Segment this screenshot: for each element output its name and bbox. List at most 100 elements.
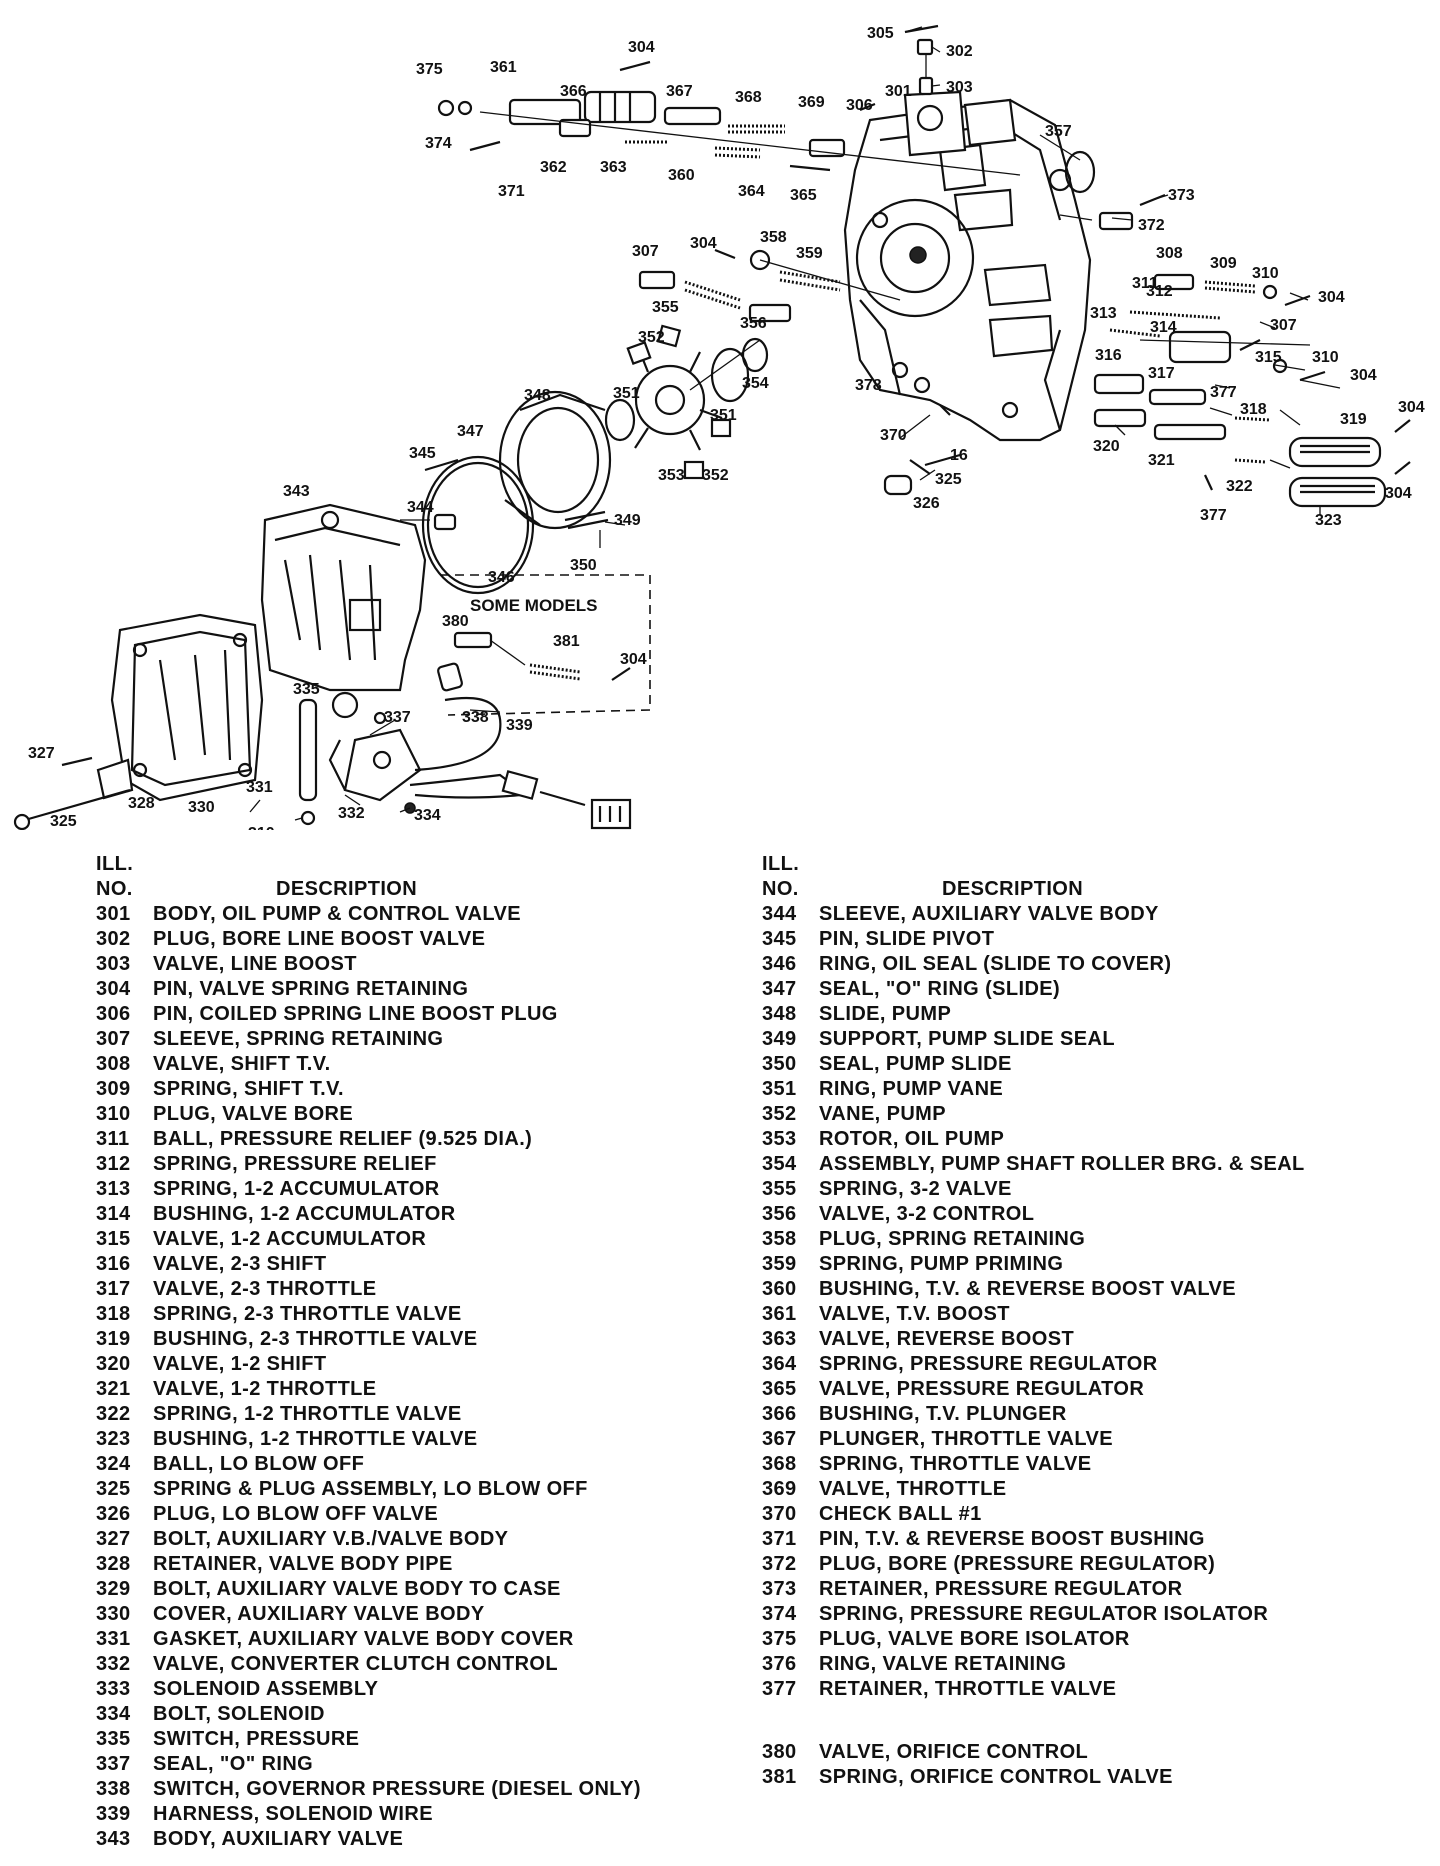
callout-308: 308 [1156, 245, 1183, 262]
legend-part-description: SEAL, "O" RING (SLIDE) [819, 978, 1061, 1000]
callout-311: 311 [1132, 275, 1158, 292]
legend-part-description: VALVE, THROTTLE [819, 1478, 1007, 1500]
callout-368: 368 [735, 89, 762, 106]
legend-part-number: 301 [96, 903, 131, 925]
legend-part-description: SUPPORT, PUMP SLIDE SEAL [819, 1028, 1115, 1050]
legend-part-number: 326 [96, 1503, 131, 1525]
legend-part-number: 306 [96, 1003, 131, 1025]
legend-part-description: RING, PUMP VANE [819, 1078, 1004, 1100]
legend-part-number: 372 [762, 1553, 797, 1575]
callout-310: 310 [1312, 349, 1339, 366]
callout-leaders [249, 26, 1341, 821]
legend-part-description: VALVE, 2-3 SHIFT [153, 1253, 327, 1275]
legend-part-number: 318 [96, 1303, 131, 1325]
callout-349: 349 [614, 512, 641, 529]
callout-330: 330 [188, 799, 215, 816]
legend-part-description: VALVE, 2-3 THROTTLE [153, 1278, 377, 1300]
callout-343: 343 [283, 483, 310, 500]
legend-part-description: SPRING, PRESSURE REGULATOR ISOLATOR [819, 1603, 1269, 1625]
callout-318: 318 [1240, 401, 1267, 418]
callout-326: 326 [913, 495, 940, 512]
callout-366: 366 [560, 83, 587, 100]
legend-part-number: 335 [96, 1728, 131, 1750]
legend-part-number: 308 [96, 1053, 131, 1075]
legend-part-number: 319 [96, 1328, 131, 1350]
callout-371: 371 [498, 183, 525, 200]
legend-part-number: 371 [762, 1528, 797, 1550]
legend-part-description: PLUG, VALVE BORE [153, 1103, 354, 1125]
some-models-label: SOME MODELS [470, 596, 598, 615]
callout-310: 310 [248, 825, 275, 830]
legend-part-description: VALVE, 3-2 CONTROL [819, 1203, 1035, 1225]
callout-381: 381 [553, 633, 580, 650]
legend-part-description: BOLT, AUXILIARY VALVE BODY TO CASE [153, 1578, 561, 1600]
legend-part-number: 310 [96, 1103, 131, 1125]
legend-part-number: 334 [96, 1703, 131, 1725]
callout-309: 309 [1210, 255, 1237, 272]
callout-353: 353 [658, 467, 685, 484]
callout-306: 306 [846, 97, 873, 114]
legend-part-description: SWITCH, GOVERNOR PRESSURE (DIESEL ONLY) [153, 1778, 641, 1800]
callout-358: 358 [760, 229, 787, 246]
legend-row: 310 PLUG, VALVE BORE [96, 1102, 716, 1127]
legend-part-description: RETAINER, PRESSURE REGULATOR [819, 1578, 1183, 1600]
legend-part-number: 359 [762, 1253, 797, 1275]
callout-351: 351 [710, 407, 737, 424]
callout-304: 304 [1398, 399, 1425, 416]
callout-310: 310 [1252, 265, 1279, 282]
legend-part-description: SPRING, 1-2 ACCUMULATOR [153, 1178, 440, 1200]
oil-pump-control-valve-body [843, 98, 1092, 442]
legend-part-number: 322 [96, 1403, 131, 1425]
aux-valve-sleeve [433, 513, 457, 531]
callout-301: 301 [885, 83, 912, 100]
callout-337: 337 [384, 709, 411, 726]
legend-part-description: BODY, OIL PUMP & CONTROL VALVE [153, 903, 521, 925]
legend-part-description: PIN, VALVE SPRING RETAINING [153, 978, 469, 1000]
callout-361: 361 [490, 59, 517, 76]
seal-357 [1064, 150, 1096, 194]
callout-372: 372 [1138, 217, 1165, 234]
legend-part-description: SEAL, PUMP SLIDE [819, 1053, 1012, 1075]
callout-365: 365 [790, 187, 817, 204]
legend-part-number: 316 [96, 1253, 131, 1275]
legend-part-description: RETAINER, THROTTLE VALVE [819, 1678, 1117, 1700]
callout-317: 317 [1148, 365, 1175, 382]
callout-315: 315 [1255, 349, 1282, 366]
callout-302: 302 [946, 43, 973, 60]
legend-part-description: SPRING & PLUG ASSEMBLY, LO BLOW OFF [153, 1478, 588, 1500]
legend-part-number: 367 [762, 1428, 797, 1450]
legend-part-description: BODY, AUXILIARY VALVE [153, 1828, 404, 1850]
oil-seal-ring [421, 455, 535, 595]
callout-16: 16 [950, 447, 968, 464]
callout-304: 304 [1318, 289, 1345, 306]
legend-part-number: 349 [762, 1028, 797, 1050]
legend-part-description: BUSHING, 1-2 ACCUMULATOR [153, 1203, 456, 1225]
callout-319: 319 [1340, 411, 1367, 428]
legend-part-number: 312 [96, 1153, 131, 1175]
legend-part-description: BUSHING, T.V. PLUNGER [819, 1403, 1067, 1425]
callout-328: 328 [128, 795, 155, 812]
legend-part-description: SLEEVE, SPRING RETAINING [153, 1028, 444, 1050]
legend-part-description: PLUG, LO BLOW OFF VALVE [153, 1503, 439, 1525]
legend-part-number: 366 [762, 1403, 797, 1425]
